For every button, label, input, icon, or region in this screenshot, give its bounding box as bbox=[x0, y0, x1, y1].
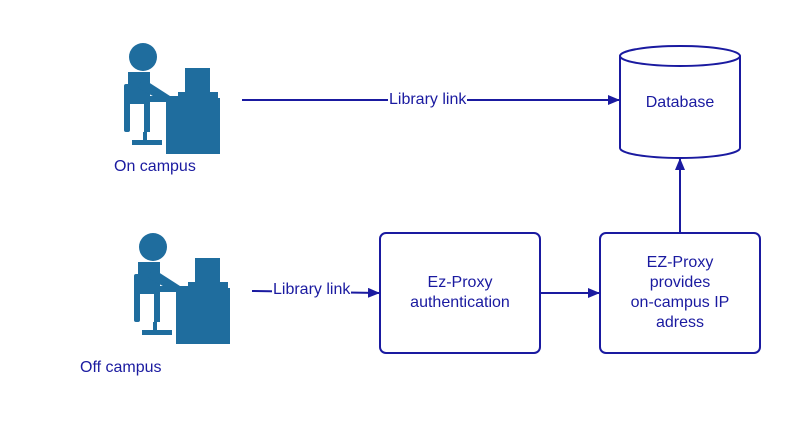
ezproxy-ip-text: EZ-Proxy provides on-campus IP adress bbox=[600, 233, 760, 353]
ezproxy-ip-node bbox=[599, 232, 761, 354]
on-campus-label: On campus bbox=[114, 158, 196, 175]
ezproxy-auth-text: Ez-Proxy authentication bbox=[380, 233, 540, 353]
edge-label-on-campus-library-link: Library link bbox=[388, 91, 468, 108]
database-label-text: Database bbox=[645, 94, 715, 111]
ezproxy-auth-line-2: authentication bbox=[410, 294, 510, 311]
on-campus-user-icon bbox=[124, 43, 220, 154]
ezproxy-ip-line-1: EZ-Proxy bbox=[646, 254, 714, 271]
database-label: Database bbox=[620, 88, 740, 118]
ezproxy-auth-node bbox=[379, 232, 541, 354]
off-campus-label: Off campus bbox=[80, 359, 162, 376]
ezproxy-auth-line-1: Ez-Proxy bbox=[427, 274, 493, 291]
ezproxy-ip-line-3: on-campus IP bbox=[630, 294, 730, 311]
off-campus-user-icon bbox=[134, 233, 230, 344]
edge-label-off-campus-library-link: Library link bbox=[272, 281, 352, 298]
ezproxy-ip-line-4: adress bbox=[655, 314, 705, 331]
ezproxy-ip-line-2: provides bbox=[649, 274, 711, 291]
database-node bbox=[619, 45, 741, 159]
